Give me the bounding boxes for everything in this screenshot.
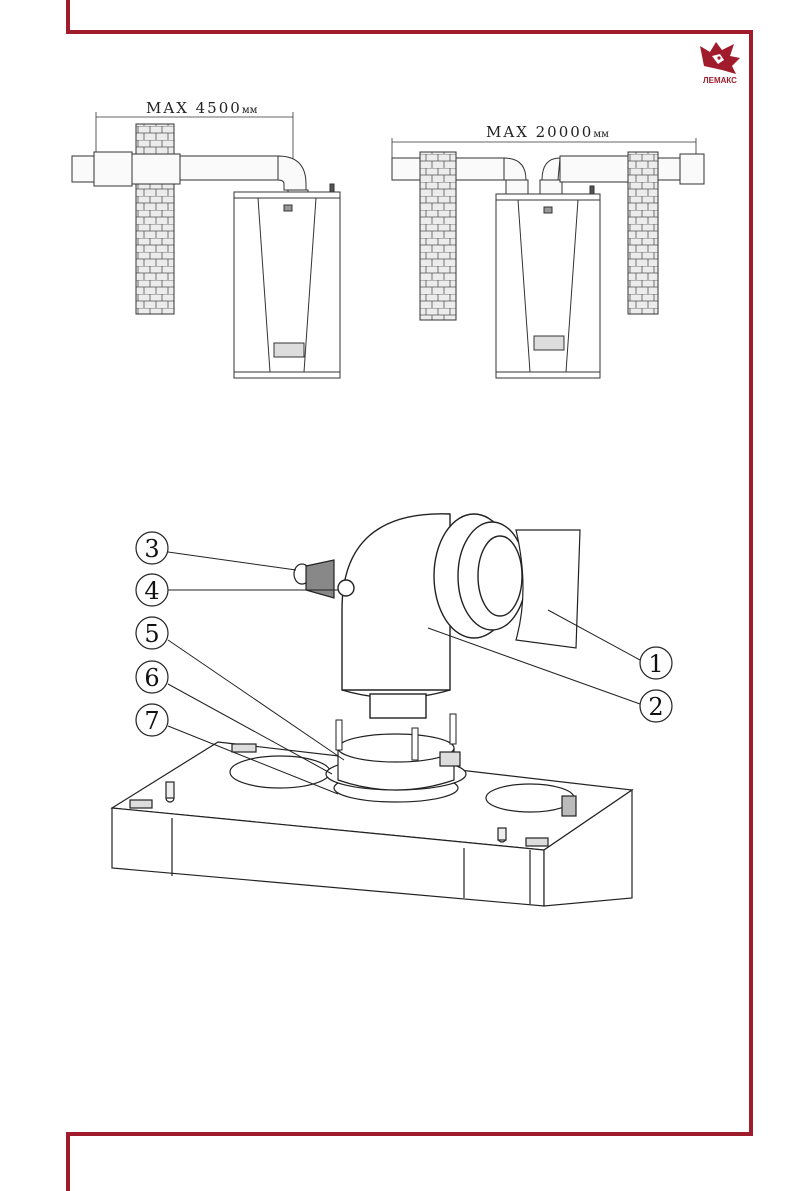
callout-5: 5 <box>136 617 344 760</box>
svg-text:4: 4 <box>144 577 159 605</box>
wall-panel <box>516 530 580 648</box>
svg-text:1: 1 <box>648 650 663 678</box>
callout-3: 3 <box>136 532 296 570</box>
svg-text:6: 6 <box>144 664 159 692</box>
elbow-pipe <box>338 514 526 718</box>
svg-text:2: 2 <box>648 693 663 721</box>
svg-text:5: 5 <box>144 620 159 648</box>
svg-text:7: 7 <box>144 707 159 735</box>
svg-text:3: 3 <box>144 535 159 563</box>
flange-adapter <box>326 734 466 802</box>
sampling-plug <box>294 560 334 598</box>
